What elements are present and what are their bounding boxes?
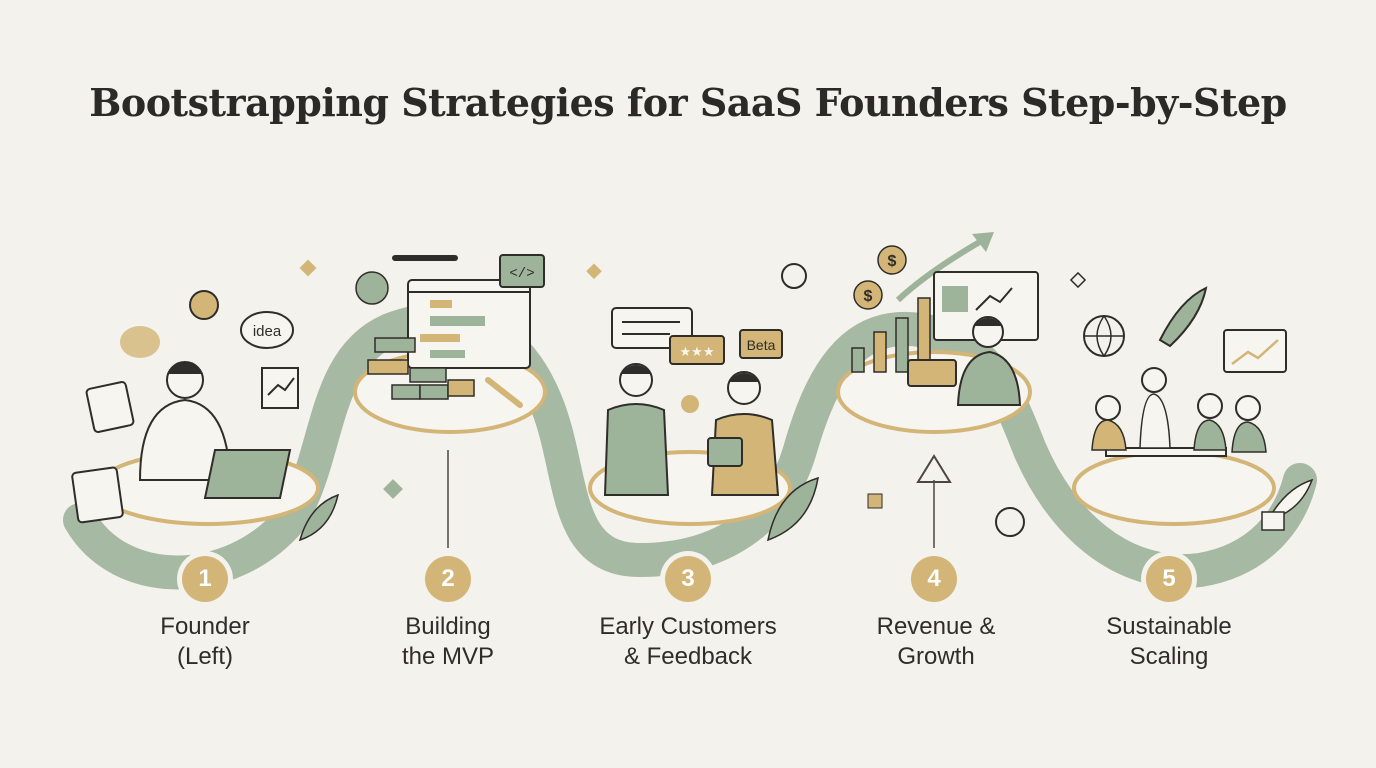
person-head — [1197, 393, 1223, 419]
wrench-icon-2 — [485, 377, 523, 408]
rocket-icon — [1158, 286, 1208, 348]
coin-icon-2 — [853, 280, 883, 310]
up-arrow-icon — [916, 454, 952, 483]
speech-bubble — [240, 311, 294, 349]
block — [391, 384, 421, 400]
step-1-badge: 1 — [182, 556, 228, 602]
beta-text: Beta — [747, 337, 776, 353]
step-1-label-line-2: (Left) — [176, 643, 233, 670]
step-3-label: Early Customers & Feedback — [568, 612, 808, 672]
person-body — [1139, 393, 1171, 449]
step-4-label-line-1: Revenue & — [876, 613, 996, 640]
step-2-label-line-1: Building — [405, 613, 491, 640]
lightbulb-icon — [189, 290, 219, 320]
tablet-icon — [907, 359, 957, 387]
coin-symbol: $ — [888, 253, 897, 270]
bar — [873, 331, 887, 373]
step-3-badge: 3 — [665, 556, 711, 602]
block — [419, 384, 449, 400]
step-3-label-line-2: & Feedback — [623, 643, 753, 670]
step-5-badge: 5 — [1146, 556, 1192, 602]
code-tag-icon — [499, 254, 545, 288]
block — [409, 367, 447, 383]
scene-revenue: $ $ — [836, 232, 1039, 537]
winding-path — [63, 302, 1317, 590]
code-tag-text: </> — [509, 266, 534, 282]
laptop-icon — [203, 449, 292, 499]
person-body-2 — [710, 413, 780, 496]
person-head — [1141, 367, 1167, 393]
growth-arrow-icon — [895, 233, 992, 303]
tree-icon — [355, 271, 389, 305]
stack-icon — [867, 493, 883, 509]
person-body — [1231, 421, 1267, 453]
diamond-icon — [1069, 271, 1087, 289]
platform-5 — [1072, 450, 1276, 526]
scene-mvp: </> — [353, 254, 547, 499]
coin-icon — [877, 245, 907, 275]
diamond-icon — [586, 263, 602, 280]
diamond-icon — [383, 479, 403, 499]
analyst-body — [956, 350, 1022, 406]
beta-badge — [739, 329, 783, 359]
scene-customers: ★★★ Beta — [586, 263, 819, 542]
block — [447, 379, 475, 397]
bar — [851, 347, 865, 373]
notepad-icon — [71, 466, 124, 524]
bar — [895, 317, 909, 373]
step-5-label: Sustainable Scaling — [1049, 612, 1289, 672]
notebook-icon — [85, 381, 135, 433]
tablet-icon — [707, 437, 743, 467]
step-2-label-line-2: the MVP — [401, 643, 495, 670]
compass-icon — [781, 263, 807, 289]
step-1-label: Founder (Left) — [85, 612, 325, 672]
scene-founder: idea — [71, 259, 340, 542]
step-4-label-line-2: Growth — [897, 643, 975, 670]
person-head — [1235, 395, 1261, 421]
leaf-icon — [298, 493, 340, 542]
chart-card-icon — [261, 367, 299, 409]
rating-stars: ★★★ — [680, 345, 715, 360]
step-3-label-line-1: Early Customers — [599, 613, 777, 640]
scene-scaling — [1069, 271, 1314, 531]
idea-bubble-text: idea — [253, 323, 282, 340]
step-2-badge: 2 — [425, 556, 471, 602]
step-1-label-line-1: Founder — [160, 613, 250, 640]
person-body — [603, 403, 670, 496]
compass-icon — [995, 507, 1025, 537]
plant-pot-icon — [1261, 511, 1285, 531]
step-2-label: Building the MVP — [328, 612, 568, 672]
chat-bubble-icon — [120, 326, 160, 358]
smiley-icon — [681, 395, 699, 413]
page-title: Bootstrapping Strategies for SaaS Founde… — [89, 80, 1287, 125]
rating-box-icon — [669, 335, 725, 365]
growth-chart-card — [1223, 329, 1287, 373]
block — [367, 359, 409, 375]
person-body — [1193, 419, 1227, 451]
leaf-icon — [767, 476, 819, 542]
step-4-label: Revenue & Growth — [816, 612, 1056, 672]
step-4-badge: 4 — [911, 556, 957, 602]
step-5-label-line-1: Sustainable — [1106, 613, 1232, 640]
diamond-icon — [299, 259, 317, 277]
person-body — [1091, 419, 1127, 451]
block — [374, 337, 416, 353]
step-5-label-line-2: Scaling — [1129, 643, 1209, 670]
coin-symbol-2: $ — [864, 288, 873, 305]
person-head — [1095, 395, 1121, 421]
